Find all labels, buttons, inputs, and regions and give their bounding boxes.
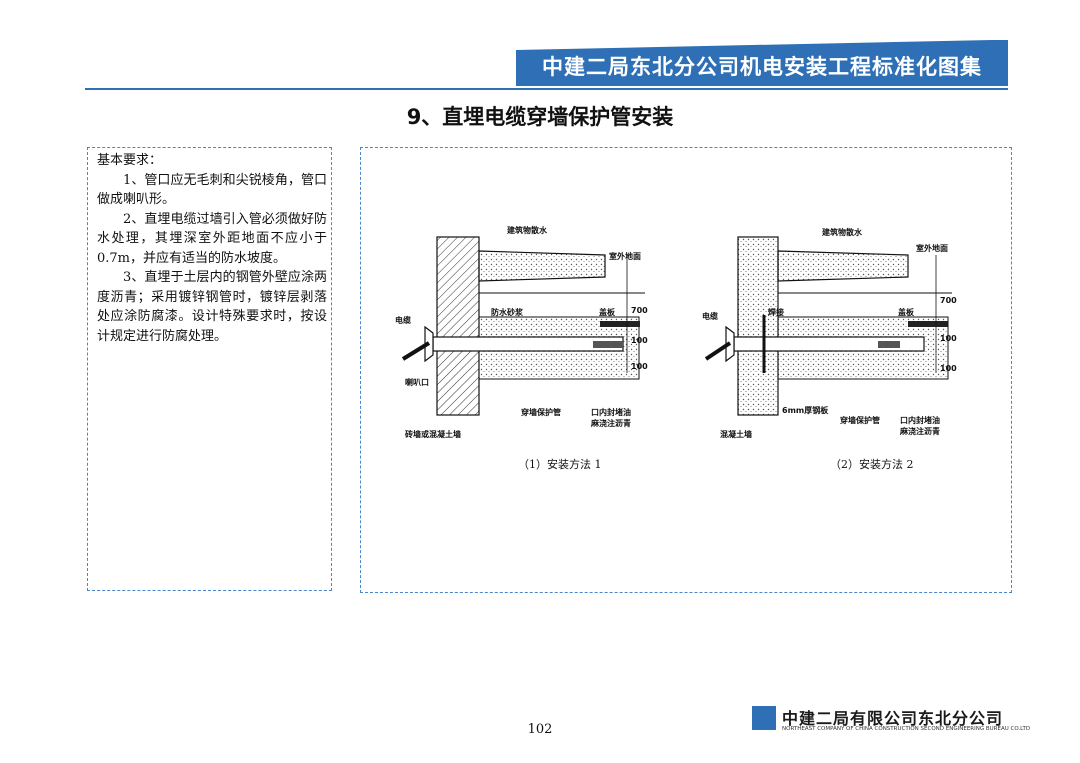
section-title: 9、直埋电缆穿墙保护管安装 xyxy=(406,105,674,129)
label-plate-2: 6mm厚钢板 xyxy=(782,405,829,415)
header-rule xyxy=(85,88,1008,90)
label-dim100a-1: 100 xyxy=(631,336,648,345)
requirements-heading: 基本要求： xyxy=(97,153,163,168)
label-ground-2: 室外地面 xyxy=(916,243,948,253)
label-mortar-1: 防水砂浆 xyxy=(491,307,524,317)
requirements-box xyxy=(87,147,332,591)
label-wall-1: 砖墙或混凝土墙 xyxy=(405,429,461,439)
label-dim100a-2: 100 xyxy=(940,334,957,343)
requirement-item-2: 2、直埋电缆过墙引入管必须做好防水处理，其埋深室外距地面不应小于 0.7m，并应… xyxy=(97,211,327,266)
diagram-box xyxy=(360,147,1012,593)
label-pipe-1: 穿墙保护管 xyxy=(521,407,561,417)
requirements-text: 基本要求： 1、管口应无毛刺和尖锐棱角，管口做成喇叭形。 2、直埋电缆过墙引入管… xyxy=(97,151,327,346)
diagram-caption-2: （2）安装方法 2 xyxy=(830,458,914,471)
label-seal2-1: 麻浇注沥青 xyxy=(590,418,631,428)
label-dim100b-1: 100 xyxy=(631,362,648,371)
footer-company-name: 中建二局有限公司东北分公司 xyxy=(782,709,1004,728)
label-cover-2: 盖板 xyxy=(898,307,915,317)
label-apron-2: 建筑物散水 xyxy=(821,227,863,237)
page-number: 102 xyxy=(527,722,553,737)
label-cable-2: 电缆 xyxy=(702,311,718,321)
label-apron-1: 建筑物散水 xyxy=(506,225,548,235)
label-seal1-1: 口内封堵油 xyxy=(591,407,631,417)
label-bell-1: 喇叭口 xyxy=(405,377,429,387)
label-dim100b-2: 100 xyxy=(940,364,957,373)
label-seal1-2: 口内封堵油 xyxy=(900,415,940,425)
requirement-item-1: 1、管口应无毛刺和尖锐棱角，管口做成喇叭形。 xyxy=(97,172,327,208)
label-ground-1: 室外地面 xyxy=(609,251,641,261)
diagram-method-2: 建筑物散水 室外地面 焊接 盖板 电缆 6mm厚钢板 穿墙保护管 口内封堵油 麻… xyxy=(702,227,957,439)
label-seal2-2: 麻浇注沥青 xyxy=(899,426,940,436)
label-pipe-2: 穿墙保护管 xyxy=(840,415,880,425)
label-cover-1: 盖板 xyxy=(599,307,616,317)
diagram-caption-1: （1）安装方法 1 xyxy=(518,458,602,471)
label-dim700-1: 700 xyxy=(631,306,648,315)
label-wall-2: 混凝土墙 xyxy=(720,429,752,439)
label-dim700-2: 700 xyxy=(940,296,957,305)
header-title: 中建二局东北分公司机电安装工程标准化图集 xyxy=(542,55,982,79)
footer-company-english: NORTHEAST COMPANY OF CHINA CONSTRUCTION … xyxy=(782,726,1031,732)
company-logo-icon xyxy=(752,706,776,730)
diagram-method-1: 建筑物散水 室外地面 防水砂浆 盖板 电缆 喇叭口 穿墙保护管 口内封堵油 麻浇… xyxy=(395,225,648,439)
label-weld-2: 焊接 xyxy=(768,307,784,317)
requirement-item-3: 3、直埋于土层内的钢管外壁应涂两度沥青；采用镀锌钢管时，镀锌层剥落处应涂防腐漆。… xyxy=(97,270,327,344)
label-cable-1: 电缆 xyxy=(395,315,411,325)
